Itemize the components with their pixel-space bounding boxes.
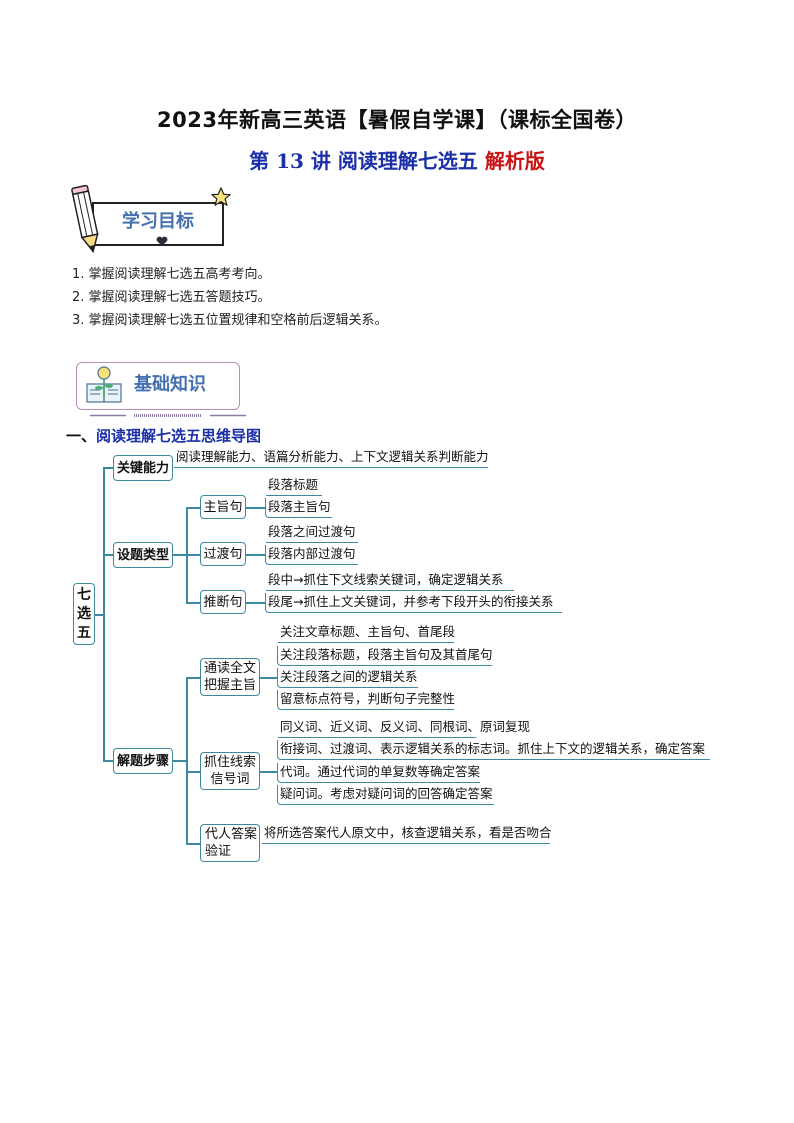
mindmap-leaf: 段尾→抓住上文关键词，并参考下段开头的衔接关系 — [265, 593, 562, 613]
mindmap-leaf: 阅读理解能力、语篇分析能力、上下文逻辑关系判断能力 — [174, 448, 489, 468]
mindmap-leaf: 关注段落之间的逻辑关系 — [277, 668, 418, 688]
connector-line — [186, 677, 200, 679]
learning-goals-label: 学习目标 — [122, 211, 194, 232]
book-lightbulb-icon — [86, 366, 122, 403]
node-label: 验证 — [205, 844, 232, 859]
mindmap-node-question-types: 设题类型 — [113, 542, 173, 568]
node-label: 信号词 — [210, 772, 250, 787]
document-title: 2023年新高三英语【暑假自学课】（课标全国卷） — [157, 108, 637, 132]
section-number: 一、 — [66, 427, 97, 445]
objective-item: 1. 掌握阅读理解七选五高考考向。 — [72, 267, 271, 282]
root-char: 七 — [77, 586, 91, 603]
mindmap-node-verify: 代人答案 验证 — [200, 824, 260, 862]
learning-goals-banner: 学习目标 — [70, 180, 240, 254]
pencil-icon — [71, 184, 99, 254]
node-label: 设题类型 — [116, 547, 169, 563]
star-icon — [211, 187, 231, 206]
mindmap-node-read-through: 通读全文 把握主旨 — [200, 658, 260, 696]
connector-line — [246, 602, 266, 604]
node-label: 把握主旨 — [203, 678, 256, 693]
root-char: 选 — [77, 605, 91, 622]
version-label: 解析版 — [484, 149, 545, 173]
node-label: 代人答案 — [205, 827, 258, 842]
objective-item: 3. 掌握阅读理解七选五位置规律和空格前后逻辑关系。 — [72, 313, 388, 328]
connector-line — [186, 677, 188, 843]
mindmap-node-inference: 推断句 — [200, 590, 246, 614]
connector-line — [95, 614, 103, 616]
connector-line — [246, 554, 266, 556]
connector-line — [260, 677, 278, 679]
connector-line — [260, 771, 278, 773]
mindmap-leaf: 将所选答案代人原文中，核查逻辑关系，看是否吻合 — [262, 824, 552, 844]
decorative-divider — [90, 414, 246, 417]
basic-knowledge-label: 基础知识 — [134, 374, 206, 395]
mindmap-leaf: 段落内部过渡句 — [265, 545, 358, 565]
node-label: 抓住线索 — [203, 755, 256, 770]
mindmap-leaf: 段落标题 — [266, 476, 322, 496]
node-label: 推断句 — [203, 594, 243, 610]
section-heading: 一、阅读理解七选五思维导图 — [66, 425, 261, 446]
connector-line — [103, 760, 113, 762]
node-label: 解题步骤 — [116, 753, 169, 769]
mindmap-leaf: 留意标点符号，判断句子完整性 — [277, 690, 455, 710]
connector-line — [186, 602, 200, 604]
objectives-list: 1. 掌握阅读理解七选五高考考向。 2. 掌握阅读理解七选五答题技巧。 3. 掌… — [72, 263, 388, 332]
connector-line — [173, 760, 187, 762]
connector-line — [103, 554, 113, 556]
mindmap-leaf: 段中→抓住下文线索关键词，确定逻辑关系 — [266, 571, 514, 591]
objective-item: 2. 掌握阅读理解七选五答题技巧。 — [72, 290, 271, 305]
connector-line — [186, 507, 200, 509]
mindmap-leaf: 关注文章标题、主旨句、首尾段 — [278, 623, 455, 643]
mindmap-leaf: 衔接词、过渡词、表示逻辑关系的标志词。抓住上下文的逻辑关系，确定答案 — [277, 740, 710, 760]
node-label: 过渡句 — [203, 546, 243, 562]
connector-line — [186, 771, 200, 773]
connector-line — [186, 843, 200, 845]
mindmap-node-key-abilities: 关键能力 — [113, 455, 173, 481]
connector-line — [246, 507, 266, 509]
document-subtitle: 第 13 讲 阅读理解七选五 解析版 — [0, 145, 794, 174]
root-char: 五 — [77, 624, 91, 641]
mindmap-node-transition: 过渡句 — [200, 542, 246, 566]
connector-line — [186, 554, 200, 556]
node-label: 通读全文 — [203, 661, 256, 676]
section-title: 阅读理解七选五思维导图 — [96, 427, 262, 445]
node-label: 关键能力 — [116, 460, 169, 476]
mindmap-leaf: 疑问词。考虑对疑问词的回答确定答案 — [277, 785, 494, 805]
mindmap-node-main-idea: 主旨句 — [200, 495, 246, 519]
mindmap-node-clue-words: 抓住线索 信号词 — [200, 752, 260, 790]
mindmap-leaf: 段落主旨句 — [265, 498, 332, 518]
mindmap-leaf: 代词。通过代词的单复数等确定答案 — [277, 763, 480, 783]
mindmap-node-solving-steps: 解题步骤 — [113, 748, 173, 774]
connector-line — [173, 554, 187, 556]
connector-line — [103, 467, 105, 761]
heart-icon — [156, 236, 168, 246]
mindmap-leaf: 同义词、近义词、反义词、同根词、原词复现 — [278, 718, 530, 738]
mindmap-leaf: 段落之间过渡句 — [266, 523, 358, 543]
connector-line — [103, 467, 113, 469]
lecture-title: 第 13 讲 阅读理解七选五 — [249, 149, 485, 173]
mindmap-leaf: 关注段落标题，段落主旨句及其首尾句 — [277, 646, 493, 666]
basic-knowledge-banner: 基础知识 — [72, 358, 246, 417]
node-label: 主旨句 — [203, 499, 243, 515]
mindmap-root: 七 选 五 — [73, 583, 95, 645]
